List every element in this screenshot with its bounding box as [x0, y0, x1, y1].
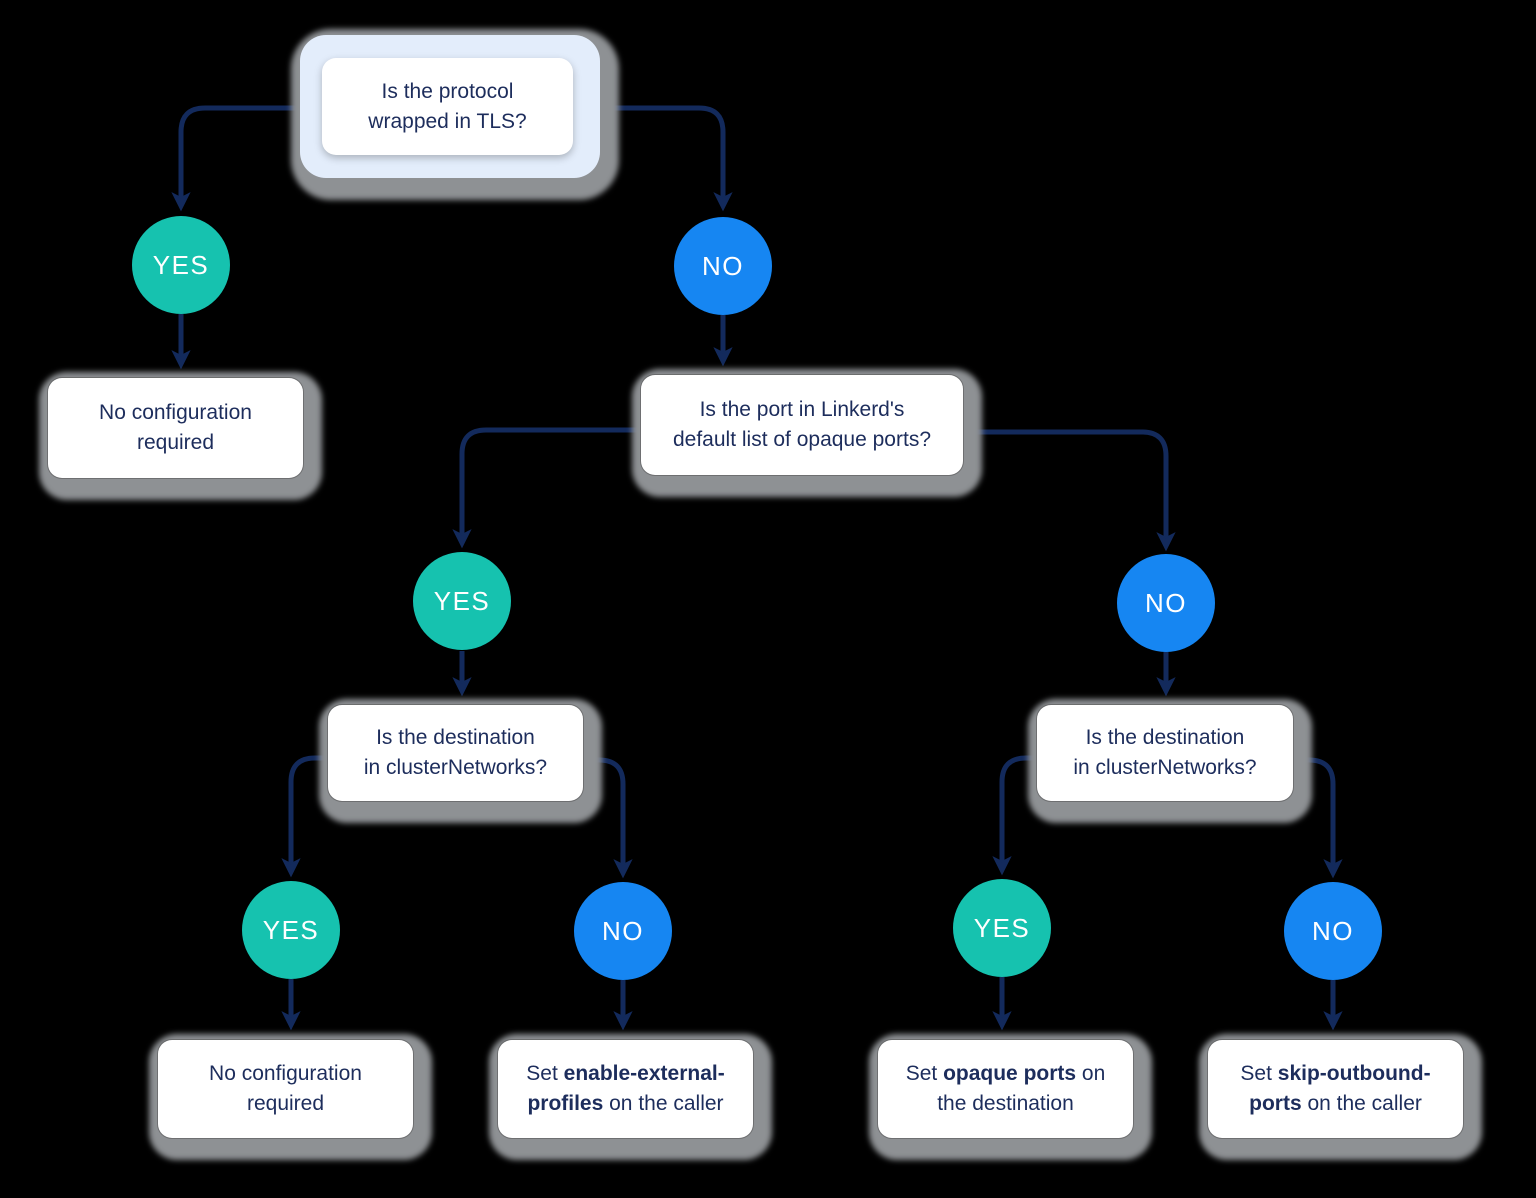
no-circle-tls: NO	[674, 217, 772, 315]
no-label: NO	[1145, 587, 1187, 618]
yes-circle-opaque: YES	[413, 552, 511, 650]
edge-cluster-right-no	[1285, 757, 1333, 864]
result-text: No configuration required	[99, 401, 252, 454]
question-text: Is the port in Linkerd's default list of…	[672, 398, 931, 451]
result-no-config-bottom-card: No configuration required	[158, 1040, 413, 1138]
question-cluster-right-card: Is the destination in clusterNetworks?	[1037, 705, 1293, 801]
edge-root-no	[570, 105, 723, 197]
edge-cluster-left-yes	[291, 755, 336, 863]
edge-cluster-right-yes	[1002, 755, 1045, 861]
root-question-card: Is the protocol wrapped in TLS?	[322, 58, 573, 155]
yes-circle-cluster-left: YES	[242, 881, 340, 979]
no-circle-cluster-left: NO	[574, 882, 672, 980]
result-skip-outbound-ports-card: Set skip-outbound-ports on the caller	[1208, 1040, 1463, 1138]
no-circle-cluster-right: NO	[1284, 882, 1382, 980]
question-cluster-left-card: Is the destination in clusterNetworks?	[328, 705, 583, 801]
yes-label: YES	[433, 585, 491, 616]
yes-label: YES	[152, 249, 210, 280]
result-text: No configuration required	[209, 1062, 362, 1115]
root-question-text: Is the protocol wrapped in TLS?	[368, 79, 527, 133]
question-text: Is the destination in clusterNetworks?	[363, 726, 548, 779]
result-no-config-top-card: No configuration required	[48, 378, 303, 478]
result-text: Set skip-outbound-ports on the caller	[1240, 1062, 1431, 1115]
question-opaque-ports-card: Is the port in Linkerd's default list of…	[641, 375, 963, 475]
edge-opaque-no	[955, 429, 1166, 537]
result-text: Set enable-external-profiles on the call…	[526, 1062, 725, 1115]
edge-cluster-left-no	[575, 757, 623, 864]
root-question-node: Is the protocol wrapped in TLS?	[300, 35, 600, 178]
result-enable-external-profiles-card: Set enable-external-profiles on the call…	[498, 1040, 753, 1138]
edge-root-yes	[181, 105, 330, 197]
edge-opaque-yes	[462, 427, 650, 534]
question-text: Is the destination in clusterNetworks?	[1073, 726, 1257, 779]
yes-circle-tls: YES	[132, 216, 230, 314]
no-label: NO	[602, 915, 644, 946]
no-label: NO	[1312, 915, 1354, 946]
yes-label: YES	[262, 914, 320, 945]
result-text: Set opaque ports on the destination	[905, 1062, 1106, 1115]
no-circle-opaque: NO	[1117, 554, 1215, 652]
yes-label: YES	[973, 912, 1031, 943]
no-label: NO	[702, 250, 744, 281]
yes-circle-cluster-right: YES	[953, 879, 1051, 977]
result-opaque-ports-card: Set opaque ports on the destination	[878, 1040, 1133, 1138]
